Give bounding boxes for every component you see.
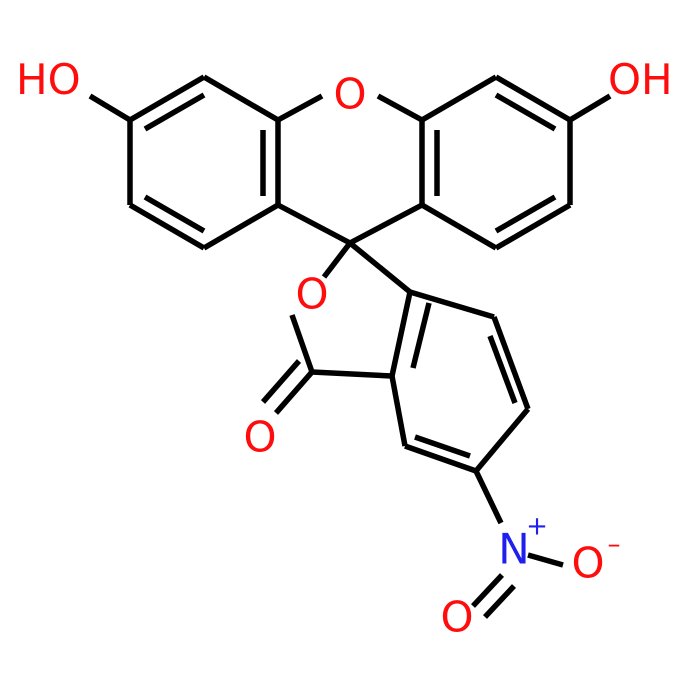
bond [348,240,412,295]
bond [389,375,408,447]
bond [568,93,612,123]
bond [143,194,206,234]
bond [410,302,432,369]
bond [420,202,498,251]
lactone-oxygen-label: O [295,270,328,319]
nitro-nitrogen-label: N [498,525,529,574]
bond [128,74,206,123]
bond [289,314,315,373]
bond [527,552,564,568]
bond [88,93,132,123]
bond [414,434,471,459]
bond [473,407,531,473]
bond [202,202,280,251]
nitro-positive-charge: + [526,512,548,542]
bond [494,74,572,123]
bond [389,291,413,377]
bond [376,93,424,123]
bond [276,93,324,123]
bond [473,469,504,525]
bond [128,202,206,251]
bond [420,74,498,123]
bond [202,74,280,123]
bond [273,370,315,415]
bond [494,202,572,251]
bond [494,92,557,132]
bond [482,584,517,619]
hydroxyl-right-label: OH [608,55,673,104]
nitro-negative-charge: – [608,530,621,560]
bond [404,443,477,474]
bond [311,369,393,379]
bond [491,316,531,410]
nitro-oxygen-negative-label: O [571,539,604,588]
bridging-oxygen-label: O [333,70,366,119]
hydroxyl-left-label: HO [16,55,81,104]
bond [348,202,424,246]
bond [143,92,206,132]
bond [260,359,302,404]
bond [494,194,557,234]
bond [470,573,505,608]
carbonyl-oxygen-label: O [243,413,276,462]
bonds [88,74,612,619]
bond [321,241,353,279]
bond [409,289,495,320]
bond [487,335,518,404]
nitro-oxygen-double-label: O [440,593,473,642]
bond [276,202,352,246]
atom-labels: HO OH O O O N + O – O [16,55,673,642]
